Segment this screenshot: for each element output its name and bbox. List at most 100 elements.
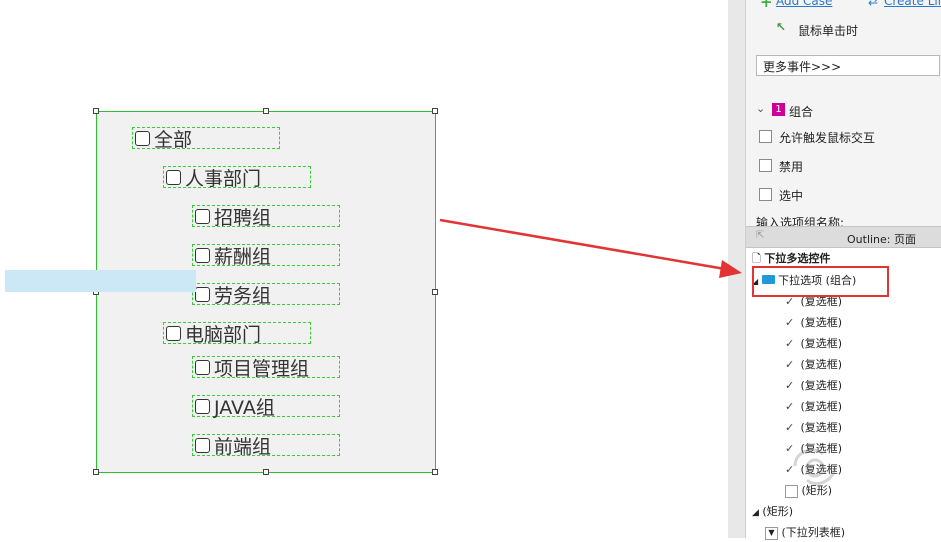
highlight-annotation-box [752,266,889,297]
checkmark-icon: ✓ [785,337,795,350]
resize-handle[interactable] [432,108,438,114]
tree-root-label: 下拉多选控件 [764,252,831,265]
cut-off-row: 输入选项组名称: [746,212,941,226]
collapse-icon[interactable]: ⇱ [756,230,765,241]
tree-rect-inner-label: (矩形) [801,484,833,497]
checkbox-label: 人事部门 [185,167,262,190]
tree-checkbox-label: (复选框) [800,337,843,350]
checkbox-square-icon[interactable] [195,359,210,375]
tree-rect[interactable]: ◢ (矩形) [752,503,793,521]
tree-checkbox[interactable]: ✓ (复选框) [785,293,842,311]
more-events-select[interactable]: 更多事件>>> [756,55,940,76]
tree-checkbox-label: (复选框) [800,379,843,392]
tree-checkbox-label: (复选框) [800,358,843,371]
checkmark-icon: ✓ [785,442,795,455]
disabled-label: 禁用 [779,160,804,174]
tree-checkbox[interactable]: ✓ (复选框) [785,440,842,458]
tree-checkbox-label: (复选框) [800,442,843,455]
tree-checkbox[interactable]: ✓ (复选框) [785,377,842,395]
resize-handle[interactable] [263,108,269,114]
design-canvas[interactable]: 全部人事部门招聘组薪酬组劳务组电脑部门项目管理组 JAVA组前端组 [0,0,728,538]
tree-group-label: 下拉选项 (组合) [778,274,857,287]
checkbox-item[interactable]: 前端组 [192,434,340,458]
checkbox-item[interactable]: 全部 [132,127,280,151]
checkbox-label: 前端组 [214,435,272,458]
outline-header: ⇱ Outline: 页面 [746,226,941,248]
create-link-icon: ⇄ [868,0,879,8]
tree-checkbox[interactable]: ✓ (复选框) [785,461,842,479]
outline-title: Outline: 页面 [847,233,916,246]
tree-checkbox-label: (复选框) [800,421,843,434]
inspector-panel: + Add Case ⇄ Create Lin ↖ 鼠标单击时 更多事件>>> … [745,0,941,538]
checkbox-square-icon[interactable] [166,325,181,341]
tree-checkbox[interactable]: ✓ (复选框) [785,335,842,353]
group-section-label: 组合 [789,105,814,119]
tree-list-label: (下拉列表框) [781,526,846,539]
tree-list[interactable]: ▼ (下拉列表框) [765,524,845,542]
group-badge: 1 [772,103,785,116]
checkbox-square-icon[interactable] [195,208,210,224]
checkmark-icon: ✓ [785,316,795,329]
add-case-icon: + [760,0,773,11]
caret-icon: ◢ [752,277,759,286]
tree-group[interactable]: ◢ 下拉选项 (组合) [752,272,856,290]
checkmark-icon: ✓ [785,295,795,308]
checkbox-square-icon[interactable] [195,247,210,263]
checkbox-square-icon[interactable] [195,286,210,302]
resize-handle[interactable] [93,108,99,114]
folder-icon [761,275,775,284]
page-icon: 🗋 [752,252,761,265]
allow-trigger-label: 允许触发鼠标交互 [779,131,876,145]
checkbox-item[interactable]: 薪酬组 [192,244,340,268]
tree-root[interactable]: 🗋 下拉多选控件 [752,250,830,268]
panel-splitter[interactable] [728,0,745,538]
rect-caret-icon: ◢ [752,508,759,518]
tree-rect-label: (矩形) [762,505,794,518]
checkbox-item[interactable]: 招聘组 [192,205,340,229]
mouse-click-event[interactable]: 鼠标单击时 [798,24,859,38]
checkbox-item[interactable]: JAVA组 [192,395,340,419]
checkbox-label: 薪酬组 [214,245,272,268]
checkbox-label: 招聘组 [214,206,272,229]
tree-checkbox-label: (复选框) [800,463,843,476]
disabled-checkbox[interactable] [759,159,772,172]
checkbox-square-icon[interactable] [195,398,210,414]
checkbox-label: 项目管理组 [214,357,310,380]
checkbox-item[interactable]: 电脑部门 [163,322,311,346]
checkbox-item[interactable]: 人事部门 [163,166,311,190]
checkbox-label: 劳务组 [214,284,272,307]
checkbox-label: 全部 [154,128,193,151]
checkbox-item[interactable]: 项目管理组 [192,356,340,380]
option-group-name-label: 输入选项组名称: [756,216,845,226]
checkbox-label: 电脑部门 [185,323,262,346]
resize-handle[interactable] [432,289,438,295]
checkmark-icon: ✓ [785,463,795,476]
tree-checkbox-label: (复选框) [800,316,843,329]
allow-trigger-checkbox[interactable] [759,130,772,143]
checkbox-item[interactable]: 劳务组 [192,283,340,307]
tree-checkbox[interactable]: ✓ (复选框) [785,398,842,416]
checkmark-icon: ✓ [785,379,795,392]
mouse-click-icon: ↖ [776,20,787,34]
resize-handle[interactable] [263,469,269,475]
tree-checkbox[interactable]: ✓ (复选框) [785,356,842,374]
selected-checkbox[interactable] [759,188,772,201]
checkbox-label: JAVA组 [214,396,275,419]
tree-checkbox[interactable]: ✓ (复选框) [785,314,842,332]
checkbox-square-icon[interactable] [166,169,181,185]
tree-rect-inner[interactable]: (矩形) [785,482,832,500]
tree-checkbox-label: (复选框) [800,295,843,308]
resize-handle[interactable] [93,469,99,475]
create-link-link[interactable]: Create Lin [884,0,941,8]
rectangle-icon [785,484,798,498]
checkbox-square-icon[interactable] [195,437,210,453]
add-case-link[interactable]: Add Case [776,0,833,8]
resize-handle[interactable] [432,469,438,475]
tree-checkbox-label: (复选框) [800,400,843,413]
tree-checkbox[interactable]: ✓ (复选框) [785,419,842,437]
checkmark-icon: ✓ [785,400,795,413]
dropdown-group-selection[interactable] [96,111,436,473]
watermark-logo [793,448,837,485]
checkbox-square-icon[interactable] [135,130,150,146]
chevron-down-icon[interactable]: ⌄ [756,102,766,115]
